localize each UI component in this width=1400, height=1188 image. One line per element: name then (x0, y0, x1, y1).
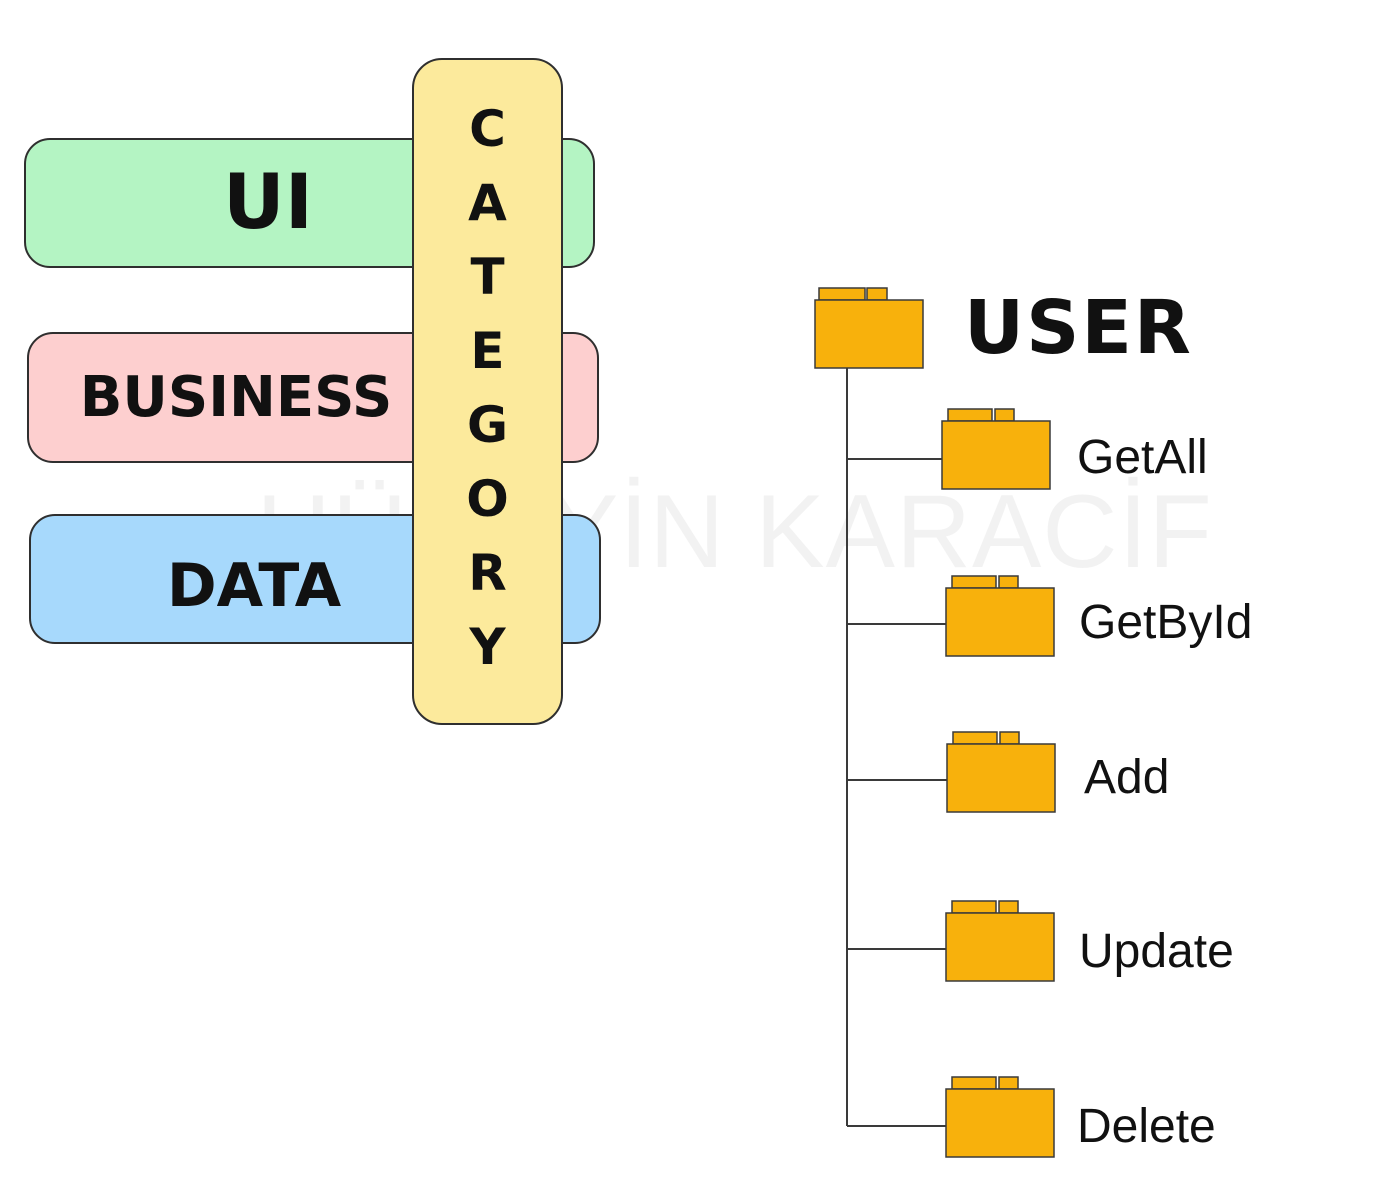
tree-connectors (846, 368, 947, 1127)
layer-ui-label: UI (223, 157, 313, 246)
category-letter: E (470, 322, 505, 380)
layer-data-label: DATA (166, 551, 342, 621)
category-letter: A (468, 174, 507, 232)
category-letter: O (466, 470, 509, 528)
tree-child-label: Update (1079, 925, 1234, 978)
category-bar: C A T E G O R Y (412, 58, 563, 725)
category-letter: R (468, 544, 507, 602)
tree-child-label: GetById (1079, 596, 1253, 649)
category-letter: T (470, 248, 505, 306)
folder-icon (814, 287, 924, 369)
folder-icon (945, 1076, 1055, 1158)
layer-business-label: BUSINESS (79, 365, 393, 430)
tree-child-label: Add (1084, 751, 1170, 804)
tree-child-label: Delete (1077, 1100, 1216, 1153)
folder-icon (941, 408, 1051, 490)
category-letter: C (469, 100, 506, 158)
category-letter: G (466, 396, 509, 454)
folder-icon (945, 900, 1055, 982)
folder-icon (945, 575, 1055, 657)
folder-icon (946, 731, 1056, 813)
tree-child-label: GetAll (1077, 431, 1208, 484)
tree-root-label: USER (964, 285, 1193, 371)
category-letter: Y (469, 618, 506, 676)
